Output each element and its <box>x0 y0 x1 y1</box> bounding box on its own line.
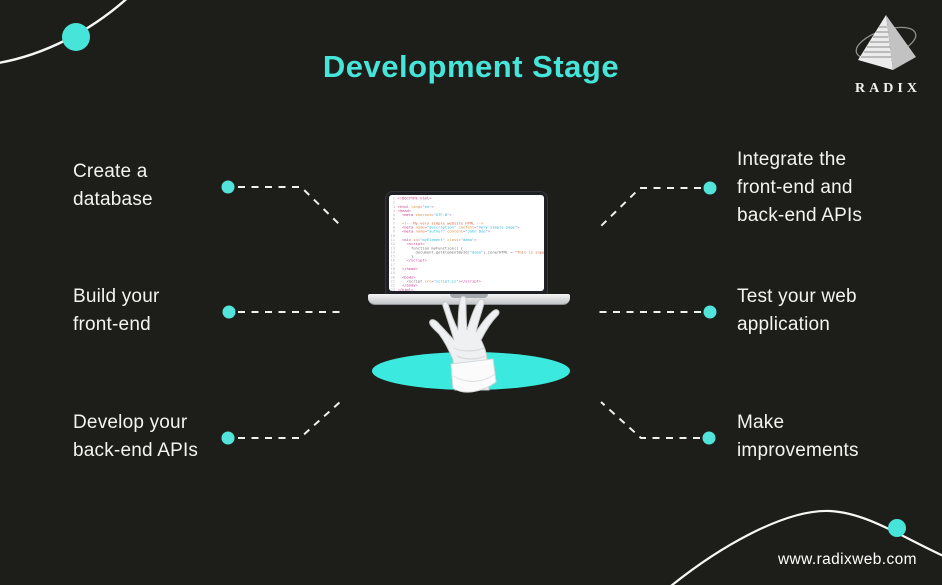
top-left-accent-dot <box>62 23 90 51</box>
laptop-base-notch <box>450 294 488 298</box>
connector-dots <box>221 180 717 445</box>
logo-wordmark: RADIX <box>855 81 921 96</box>
connector-right-1 <box>599 187 701 228</box>
website-url: www.radixweb.com <box>777 551 917 568</box>
stage-test-application: Test your web application <box>737 286 857 335</box>
connector-right-3 <box>600 401 700 439</box>
bottom-right-accent-dot <box>888 519 906 537</box>
hand-illustration <box>429 295 500 393</box>
stage-create-database: Create a database <box>73 161 153 210</box>
radix-logo: RADIX <box>846 13 926 97</box>
page-title: Development Stage <box>322 49 620 84</box>
connector-left-3 <box>238 401 341 439</box>
top-left-arc <box>0 0 127 64</box>
connector-lines <box>238 186 701 439</box>
laptop-base <box>368 294 570 305</box>
bottom-right-arc <box>670 509 942 585</box>
pyramid-orbit-icon <box>855 15 917 70</box>
stage-develop-backend: Develop your back-end APIs <box>73 412 199 461</box>
connector-left-1 <box>238 186 340 225</box>
stage-integrate-apis: Integrate the front-end and back-end API… <box>737 149 863 226</box>
stage-build-frontend: Build your front-end <box>73 286 160 335</box>
stage-make-improvements: Make improvements <box>737 412 859 461</box>
